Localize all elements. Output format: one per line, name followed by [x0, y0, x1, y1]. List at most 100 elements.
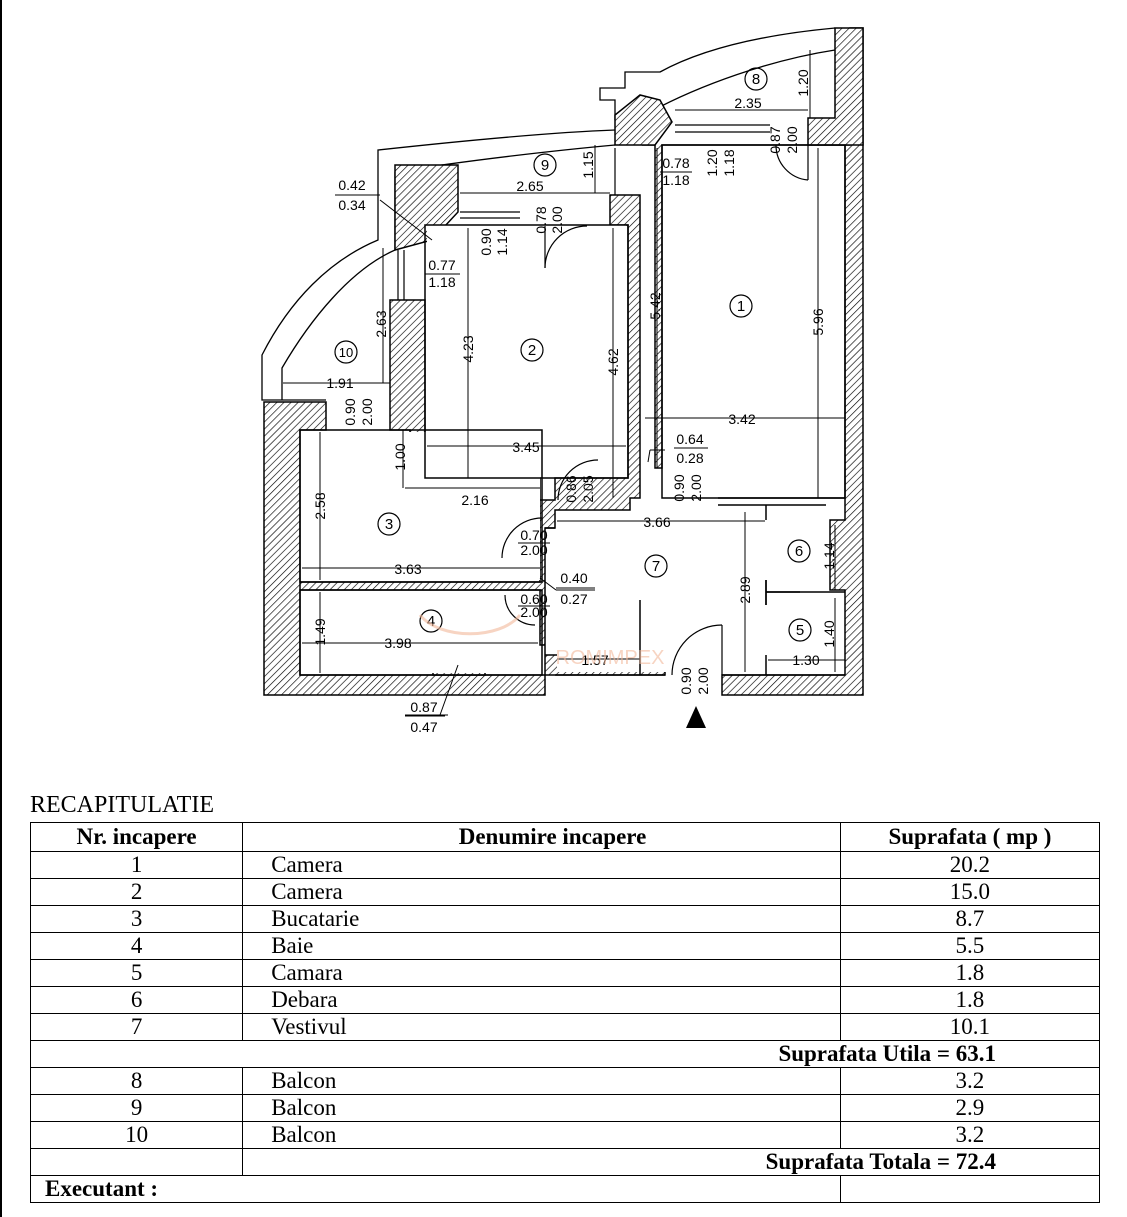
- dim-label: 2.00: [688, 474, 704, 501]
- dim-label: 0.40: [560, 570, 587, 586]
- cell-area: 10.1: [839, 1013, 1101, 1041]
- header-nr: Nr. incapere: [29, 822, 244, 852]
- dim-label: 3.42: [728, 411, 755, 427]
- dim-label: 2.65: [516, 178, 543, 194]
- cell-nr: 6: [29, 986, 244, 1014]
- dim-label: 1.18: [662, 172, 689, 188]
- cell-area: 8.7: [839, 905, 1101, 933]
- dim-label: 2.58: [312, 492, 328, 519]
- executant-label: Executant :: [30, 1175, 841, 1203]
- dim-label: 1.40: [821, 620, 837, 647]
- dim-label: 3.45: [512, 439, 539, 455]
- footer-row: Executant :: [30, 1175, 1101, 1203]
- dim-label: 2.00: [520, 604, 547, 620]
- dim-label: 0.90: [342, 398, 358, 425]
- dim-label: 5.42: [647, 292, 663, 319]
- floor-plan: 8 9 1 2 10 3 6 7 4 5 2.35 2.65 0.78 1.18…: [261, 27, 864, 735]
- dim-label: 0.60: [520, 591, 547, 607]
- table-row: 6 Debara 1.8: [29, 986, 1101, 1014]
- dim-label: 1.18: [721, 149, 737, 176]
- dim-label: 1.20: [704, 149, 720, 176]
- dim-label: 2.00: [549, 206, 565, 233]
- cell-nr: 3: [29, 905, 244, 933]
- cell-nr: 7: [29, 1013, 244, 1041]
- dimension-lines: [283, 50, 845, 716]
- cell-name: Camera: [242, 851, 841, 879]
- windows: [397, 124, 770, 300]
- fixtures: [765, 580, 800, 605]
- util-total: Suprafata Utila = 63.1: [30, 1040, 1100, 1068]
- dim-label: 0.90: [478, 228, 494, 255]
- cell-nr: 5: [29, 959, 244, 987]
- cell-name: Balcon: [242, 1094, 841, 1122]
- room-num-7: 7: [652, 558, 660, 575]
- table-row: 1 Camera 20.2: [29, 851, 1101, 879]
- dim-label: 2.00: [359, 398, 375, 425]
- dim-label: 0.77: [428, 257, 455, 273]
- room-num-8: 8: [752, 71, 760, 88]
- cell-name: Vestivul: [242, 1013, 841, 1041]
- table-row: 9 Balcon 2.9: [29, 1094, 1101, 1122]
- table-row: 7 Vestivul 10.1: [29, 1013, 1101, 1041]
- dim-label: 2.63: [373, 310, 389, 337]
- dim-label: 0.78: [533, 206, 549, 233]
- dim-label: 5.96: [810, 308, 826, 335]
- room-num-6: 6: [795, 543, 803, 560]
- table-row: 8 Balcon 3.2: [29, 1067, 1101, 1095]
- room-number-circles: [334, 67, 812, 642]
- total-empty-cell: [29, 1148, 244, 1176]
- dim-label: 1.57: [581, 652, 608, 668]
- page-border: [0, 0, 2, 1217]
- room-num-3: 3: [385, 516, 393, 533]
- cell-area: 3.2: [839, 1121, 1101, 1149]
- dim-label: 3.66: [643, 514, 670, 530]
- total-row: Suprafata Totala = 72.4: [29, 1148, 1100, 1176]
- room-num-5: 5: [796, 622, 804, 639]
- cell-area: 5.5: [839, 932, 1101, 960]
- dim-label: 1.14: [494, 228, 510, 255]
- dim-label: 1.18: [428, 274, 455, 290]
- dim-label: 2.35: [734, 95, 761, 111]
- dim-label: 4.23: [460, 335, 476, 362]
- recap-title: RECAPITULATIE: [30, 792, 214, 818]
- dim-label: 1.15: [580, 151, 596, 178]
- dim-label: 3.98: [384, 635, 411, 651]
- cell-nr: 1: [29, 851, 244, 879]
- dim-label: 0.28: [676, 450, 703, 466]
- dim-label: 1.49: [312, 618, 328, 645]
- table-row: 4 Baie 5.5: [29, 932, 1101, 960]
- dim-label: 2.89: [737, 576, 753, 603]
- cell-nr: 10: [29, 1121, 244, 1149]
- room-num-9: 9: [541, 157, 549, 174]
- watermark-swoosh: [418, 614, 522, 636]
- table-row: 3 Bucatarie 8.7: [29, 905, 1101, 933]
- cell-area: 1.8: [839, 959, 1101, 987]
- header-area: Suprafata ( mp ): [839, 822, 1101, 852]
- cell-name: Baie: [242, 932, 841, 960]
- cell-nr: 9: [29, 1094, 244, 1122]
- dim-label: 0.78: [662, 155, 689, 171]
- cell-area: 2.9: [839, 1094, 1101, 1122]
- room-num-1: 1: [737, 298, 745, 315]
- dim-label: 0.87: [410, 699, 437, 715]
- dim-label: 2.05: [580, 475, 596, 502]
- grand-total: Suprafata Totala = 72.4: [242, 1148, 1100, 1176]
- cell-name: Bucatarie: [242, 905, 841, 933]
- watermark: ROMIMPEX: [556, 647, 665, 669]
- dim-label: 1.20: [795, 69, 811, 96]
- dim-label: 1.00: [392, 443, 408, 470]
- dim-label: 1.91: [326, 375, 353, 391]
- dim-label: 1.30: [792, 652, 819, 668]
- cell-name: Balcon: [242, 1067, 841, 1095]
- dim-label: 0.64: [676, 431, 703, 447]
- cell-name: Camera: [242, 878, 841, 906]
- cell-area: 20.2: [839, 851, 1101, 879]
- cell-area: 1.8: [839, 986, 1101, 1014]
- cell-nr: 8: [29, 1067, 244, 1095]
- room-num-10: 10: [339, 345, 353, 360]
- dim-label: 0.42: [338, 177, 365, 193]
- dim-label: 0.90: [671, 474, 687, 501]
- cell-name: Camara: [242, 959, 841, 987]
- util-row: Suprafata Utila = 63.1: [30, 1040, 1100, 1068]
- cell-nr: 4: [29, 932, 244, 960]
